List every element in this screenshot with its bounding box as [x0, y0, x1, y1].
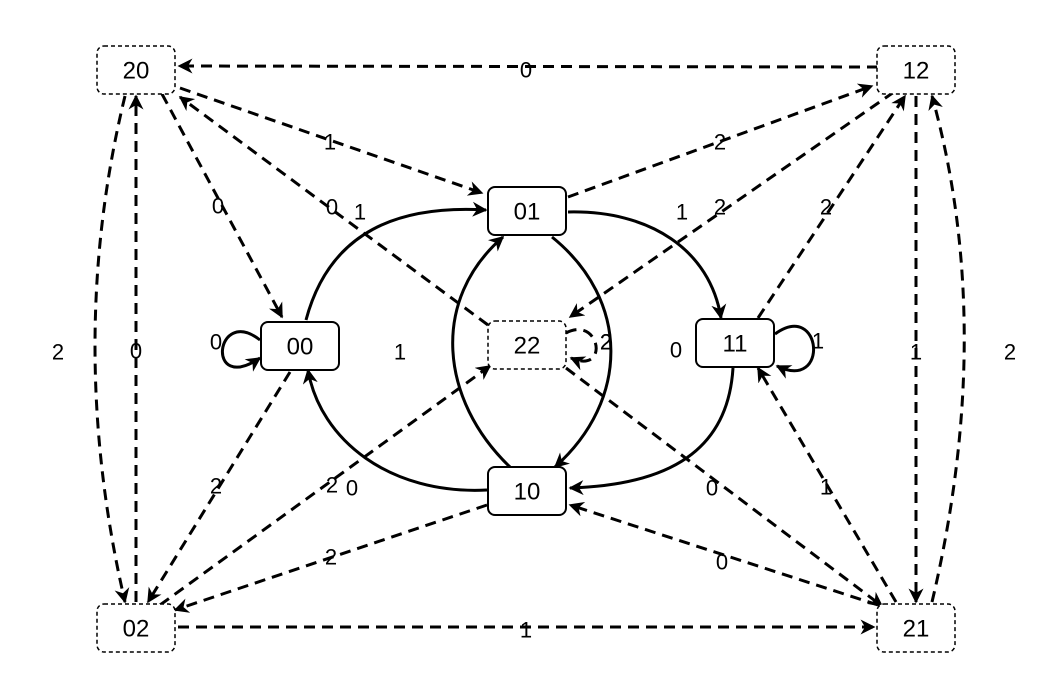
edge-label-22-to-20: 0 — [326, 195, 338, 220]
edge-label-12-to-22: 2 — [714, 195, 726, 220]
edge-label-00-to-02: 2 — [210, 474, 222, 499]
state-label-10: 10 — [514, 479, 541, 506]
edge-01-to-11 — [567, 210, 727, 320]
edge-label-10-to-02: 2 — [325, 545, 337, 570]
edge-label-00-to-00: 0 — [210, 330, 222, 355]
state-box-00 — [260, 321, 340, 371]
edge-22-to-22 — [565, 328, 598, 371]
state-box-21 — [876, 603, 956, 653]
state-node-10: 10 — [487, 466, 567, 516]
edge-label-10-to-00: 0 — [346, 476, 358, 501]
state-label-11: 11 — [723, 331, 748, 358]
state-node-00: 00 — [260, 321, 340, 371]
state-label-22: 22 — [514, 333, 541, 360]
edge-21-to-11 — [756, 366, 898, 603]
edge-10-to-02 — [173, 503, 488, 613]
state-box-01 — [487, 186, 567, 236]
state-box-02 — [96, 603, 176, 653]
state-node-20: 20 — [96, 45, 176, 95]
edge-02-to-22 — [159, 364, 492, 607]
edge-22-to-20 — [178, 95, 489, 327]
edge-11-to-10 — [568, 367, 735, 496]
state-box-10 — [487, 466, 567, 516]
state-node-21: 21 — [876, 603, 956, 653]
edge-11-to-11 — [774, 325, 816, 379]
edge-label-20-to-02: 2 — [52, 340, 64, 365]
state-label-20: 20 — [123, 58, 150, 85]
edge-label-21-to-12: 2 — [1004, 340, 1016, 365]
state-label-21: 21 — [903, 616, 930, 643]
state-label-00: 00 — [287, 334, 314, 361]
state-label-12: 12 — [903, 58, 930, 85]
edge-label-12-to-20: 0 — [520, 58, 532, 83]
edge-label-02-to-21: 1 — [520, 618, 532, 643]
edge-label-10-to-01: 1 — [394, 340, 406, 365]
edge-22-to-21 — [565, 366, 884, 608]
edge-11-to-12 — [756, 94, 907, 319]
state-node-12: 12 — [876, 45, 956, 95]
edge-00-to-01 — [304, 201, 488, 321]
edge-label-01-to-10: 2 — [600, 330, 612, 355]
edge-12-to-22 — [568, 90, 895, 319]
edge-00-to-00 — [220, 330, 262, 372]
edge-label-21-to-11: 1 — [820, 475, 832, 500]
state-label-01: 01 — [514, 199, 541, 226]
edges — [93, 58, 966, 635]
edge-10-to-00 — [302, 368, 488, 492]
state-node-01: 01 — [487, 186, 567, 236]
edge-label-01-to-11: 1 — [676, 200, 688, 225]
edge-label-02-to-22: 2 — [326, 473, 338, 498]
edge-label-11-to-11: 1 — [812, 329, 824, 354]
edge-label-22-to-21: 0 — [706, 476, 718, 501]
state-node-11: 11 — [695, 318, 775, 368]
edge-label-22-to-22: 2 — [600, 330, 612, 355]
state-box-20 — [96, 45, 176, 95]
state-node-22: 22 — [487, 320, 567, 370]
edge-00-to-02 — [146, 371, 292, 604]
state-box-12 — [876, 45, 956, 95]
state-box-22 — [487, 320, 567, 370]
edge-label-20-to-00: 0 — [212, 194, 224, 219]
edge-label-11-to-12: 2 — [820, 195, 832, 220]
state-node-02: 02 — [96, 603, 176, 653]
edge-label-20-to-01: 1 — [324, 130, 336, 155]
edge-label-21-to-10: 0 — [716, 550, 728, 575]
edge-label-11-to-10: 0 — [670, 338, 682, 363]
state-box-11 — [695, 318, 775, 368]
edge-label-12-to-21: 1 — [910, 340, 922, 365]
edge-label-00-to-01: 1 — [354, 200, 366, 225]
edge-21-to-12 — [928, 94, 966, 603]
edge-10-to-01 — [451, 235, 512, 469]
edge-label-01-to-12: 2 — [714, 130, 726, 155]
edge-label-02-to-20: 0 — [130, 339, 142, 364]
edge-12-to-20 — [177, 58, 879, 74]
edge-01-to-10 — [551, 235, 613, 469]
edge-20-to-02 — [93, 95, 130, 604]
edge-20-to-00 — [160, 93, 284, 319]
state-label-02: 02 — [123, 616, 150, 643]
